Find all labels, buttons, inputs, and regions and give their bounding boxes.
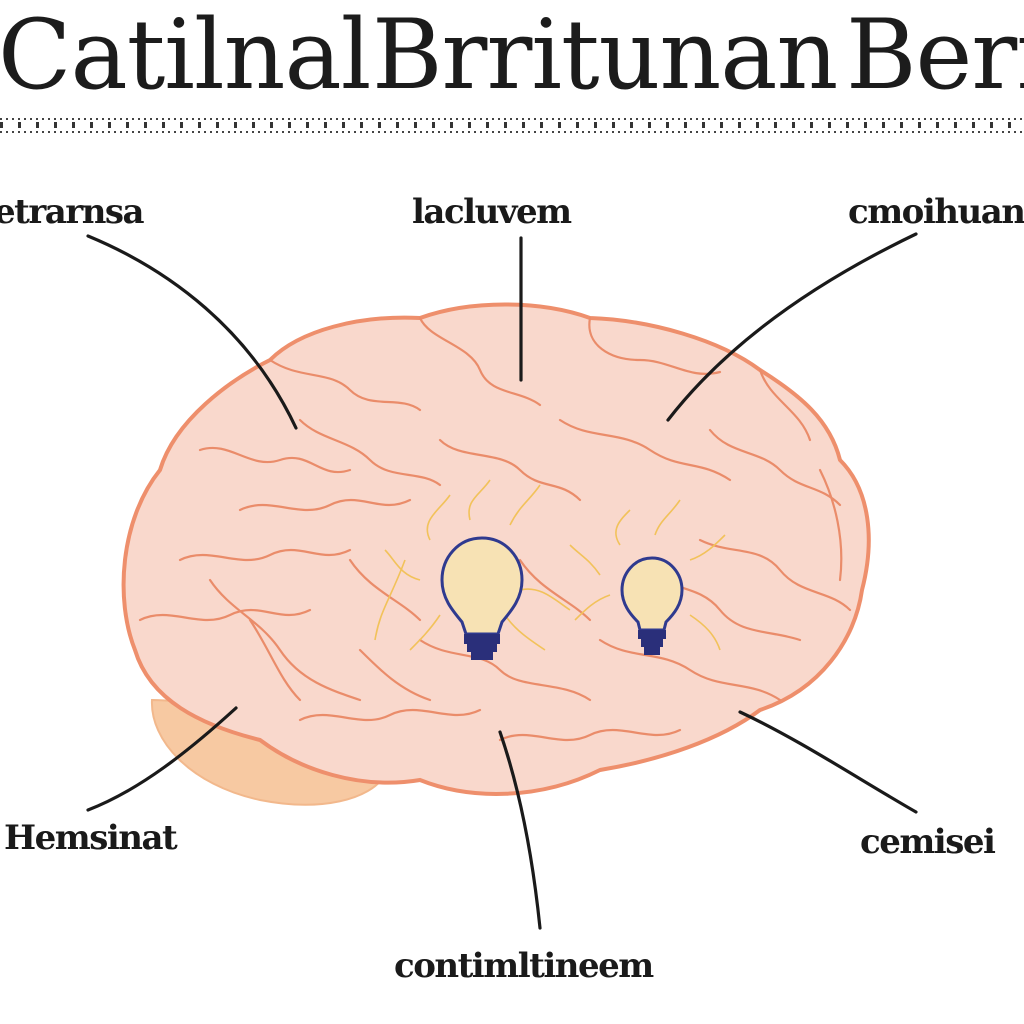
- title-word-1: Catilnal: [0, 0, 371, 110]
- leader-line-bottom-right: [738, 710, 918, 814]
- leader-line-bottom-left: [86, 706, 238, 812]
- label-top-left: etrarnsa: [0, 192, 145, 232]
- brain-folds: [138, 316, 852, 742]
- label-bottom-right: cemisei: [860, 822, 996, 862]
- leader-line-top-right: [666, 232, 918, 422]
- decorative-divider: [0, 118, 1024, 133]
- diagram-title: Catilnal Brritunan Berm: [0, 0, 1024, 110]
- glow-rays: [374, 479, 726, 651]
- label-top-center: lacluvem: [412, 192, 572, 232]
- title-word-2: Brritunan: [372, 0, 838, 110]
- lightbulb-icon: [440, 536, 524, 660]
- lightbulb-icon: [620, 556, 684, 655]
- title-word-3: Berm: [846, 0, 1024, 110]
- label-top-right: cmoihuanc: [848, 192, 1024, 232]
- leader-line-bottom-center: [498, 730, 542, 930]
- label-bottom-left: Hemsinat: [4, 818, 178, 858]
- label-bottom-center: contimltineem: [394, 946, 654, 986]
- leader-line-top-left: [86, 234, 298, 430]
- leader-lines: [86, 232, 918, 930]
